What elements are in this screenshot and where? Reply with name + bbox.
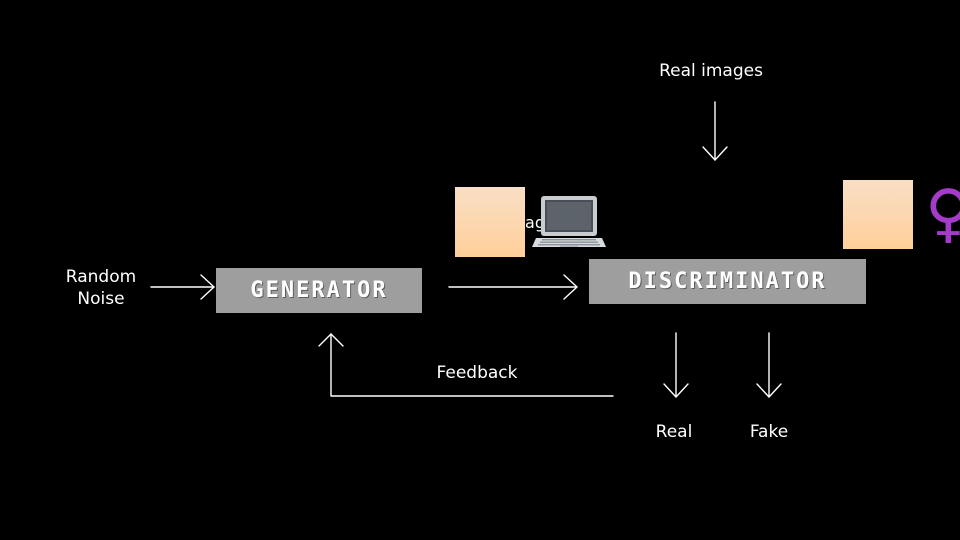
female-sign-icon: ♀ (925, 177, 960, 251)
partial-label: ag (525, 213, 545, 232)
arrow-real-images-down (702, 101, 728, 161)
arrow-generator-to-discriminator (448, 274, 578, 300)
random-noise-line2: Noise (77, 289, 125, 309)
discriminator-box: DISCRIMINATOR (589, 259, 866, 304)
fake-output-label: Fake (749, 422, 789, 442)
real-output-label: Real (655, 422, 693, 442)
generated-image-swatch (455, 187, 525, 257)
real-image-swatch (843, 180, 913, 249)
arrow-feedback (318, 333, 614, 397)
laptop-icon (532, 194, 606, 254)
generator-box: GENERATOR (216, 268, 422, 313)
random-noise-line1: Random (65, 267, 137, 287)
random-noise-label: Random Noise (55, 266, 147, 310)
arrow-noise-to-generator (150, 274, 215, 300)
arrow-to-fake (756, 332, 782, 398)
arrow-to-real (663, 332, 689, 398)
real-images-label: Real images (659, 61, 763, 81)
feedback-label: Feedback (436, 363, 518, 383)
